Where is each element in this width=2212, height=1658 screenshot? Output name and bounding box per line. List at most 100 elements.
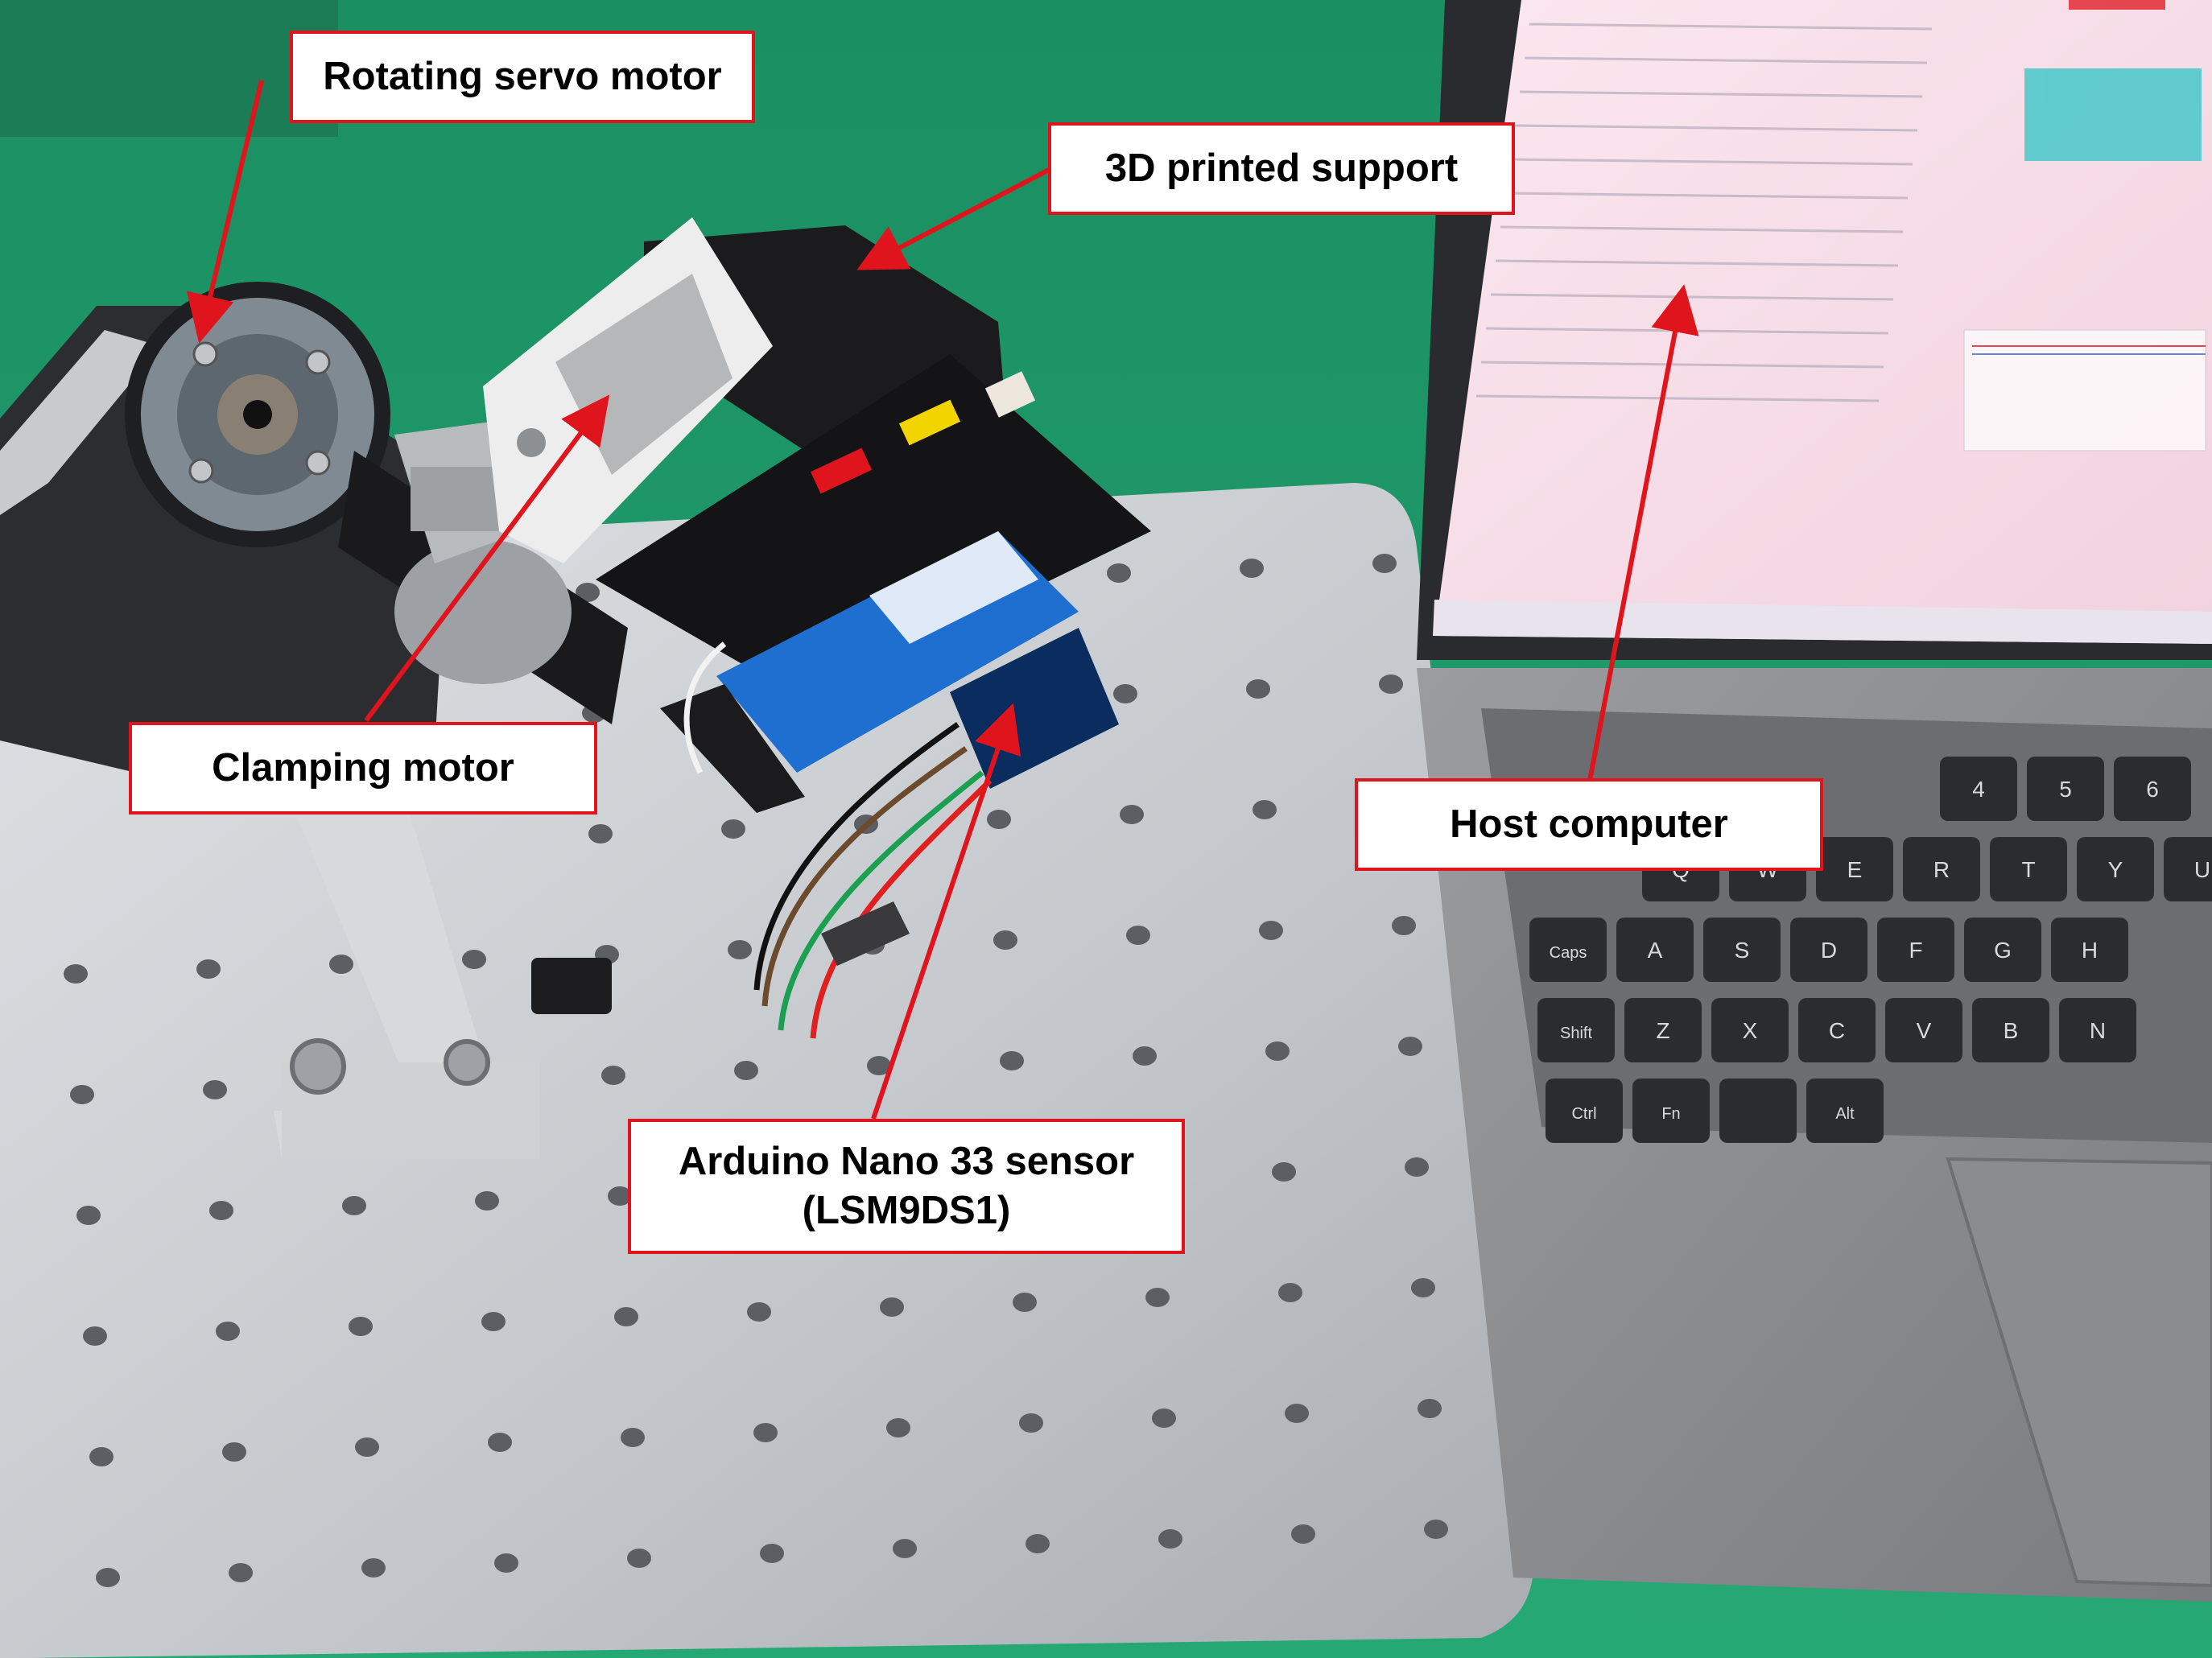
plate-hole [1120, 805, 1144, 824]
keyboard-key [2051, 918, 2128, 982]
plate-hole [588, 824, 613, 843]
keyboard-key-legend: B [2004, 1018, 2019, 1043]
plate-hole [893, 1539, 917, 1558]
plate-hole [601, 1066, 625, 1085]
label-rotating-servo-motor-text: Rotating servo motor [323, 54, 722, 98]
keyboard-key-legend: 4 [1972, 777, 1985, 802]
plate-hole [1133, 1046, 1157, 1066]
arrow-printed-support [856, 167, 1052, 270]
label-arduino-sensor: Arduino Nano 33 sensor (LSM9DS1) [628, 1119, 1185, 1254]
arrow-rotating-servo [186, 80, 264, 344]
keyboard-key-legend: H [2082, 938, 2098, 963]
screen-ui-panel [1475, 0, 2206, 452]
screen-cyan-button [2024, 68, 2202, 161]
taskbar [1433, 600, 2212, 644]
label-clamping-motor-text: Clamping motor [212, 745, 514, 790]
keyboard-keys: 456QWERTYUCapsASDFGHShiftZXCVBNCtrlFnAlt [1529, 757, 2212, 1143]
battery-label [869, 531, 1038, 644]
plate-hole [728, 940, 752, 959]
plate-hole [1152, 1408, 1176, 1428]
plate-hole [1285, 1404, 1309, 1423]
keyboard-key-legend: 5 [2059, 777, 2072, 802]
keyboard-key [1703, 918, 1781, 982]
keyboard-key-legend: A [1648, 938, 1663, 963]
keyboard-key-legend: V [1917, 1018, 1932, 1043]
plate-hole [209, 1201, 233, 1220]
keyboard-key [1877, 918, 1954, 982]
plate-hole [608, 1186, 632, 1206]
plate-hole [329, 955, 353, 974]
plate-hole [1000, 1051, 1024, 1070]
plate-hole [229, 1563, 253, 1582]
label-clamping-motor: Clamping motor [129, 722, 597, 815]
plate-hole [627, 1549, 651, 1568]
plate-hole [1265, 1041, 1290, 1061]
keyboard-key [1940, 757, 2017, 821]
plate-hole [481, 1312, 506, 1331]
plate-hole [1253, 800, 1277, 819]
screen-text-row [1504, 192, 1909, 200]
plate-hole [70, 1085, 94, 1104]
keyboard-key-legend: G [1994, 938, 2012, 963]
plate-hole [734, 1061, 758, 1080]
plate-hole [1418, 1399, 1442, 1418]
plate-hole [760, 1544, 784, 1563]
plate-hole [64, 964, 88, 984]
keyboard-key [2164, 837, 2212, 901]
wire-connector [821, 901, 910, 966]
plate-hole [614, 1307, 638, 1326]
keyboard-key [1806, 1079, 1884, 1143]
plate-hole [342, 1196, 366, 1215]
plate-hole [1405, 1157, 1429, 1177]
screen-text-row [1500, 225, 1904, 233]
screen-chart-box [1963, 329, 2206, 452]
label-arduino-line1: Arduino Nano 33 sensor [678, 1139, 1135, 1183]
host-computer-laptop: 456QWERTYUCapsASDFGHShiftZXCVBNCtrlFnAlt [1417, 0, 2212, 1602]
annotation-arrows [186, 80, 1699, 1120]
screen-text-row [1480, 361, 1884, 369]
arrow-clamping-motor [364, 394, 610, 722]
plate-hole [462, 950, 486, 969]
keyboard-key [2027, 757, 2104, 821]
plate-hole [753, 1423, 778, 1442]
plate-hole [1107, 563, 1131, 583]
plate-hole [89, 1447, 113, 1466]
plate-hole [494, 1553, 518, 1573]
plate-hole [621, 1428, 645, 1447]
keyboard-key-legend: F [1909, 938, 1922, 963]
keyboard-key-legend: Shift [1560, 1025, 1592, 1042]
keyboard-key-legend: 6 [2146, 777, 2159, 802]
keyboard-key-legend: Caps [1550, 944, 1587, 962]
robot-assembly [0, 217, 1151, 1159]
label-3d-printed-support-text: 3D printed support [1104, 146, 1459, 190]
plate-hole [1026, 1534, 1050, 1553]
background-clutter [0, 0, 338, 137]
arrow-arduino [871, 703, 1021, 1120]
keyboard-key-legend: X [1743, 1018, 1758, 1043]
label-host-computer-text: Host computer [1450, 802, 1728, 846]
keyboard-key [1711, 998, 1789, 1062]
screen-text-row [1524, 56, 1928, 64]
plate-hole [203, 1080, 227, 1099]
plate-hole [1013, 1293, 1037, 1312]
screen-text-row [1514, 124, 1918, 132]
keyboard-key [1990, 837, 2067, 901]
keyboard-key [2077, 837, 2154, 901]
plate-hole [993, 930, 1017, 950]
plate-hole [1291, 1524, 1315, 1544]
plate-hole [1019, 1413, 1043, 1433]
keyboard-key-legend: T [2021, 857, 2035, 882]
plate-hole [83, 1326, 107, 1346]
plate-hole [196, 959, 221, 979]
trackpad [1946, 1157, 2212, 1588]
keyboard-key-legend: S [1735, 938, 1750, 963]
plate-hole [222, 1442, 246, 1462]
label-arduino-line2: (LSM9DS1) [802, 1189, 1011, 1232]
keyboard-key [1616, 918, 1694, 982]
control-board [596, 354, 1151, 700]
keyboard-key [2059, 998, 2136, 1062]
keyboard-key-legend: E [1847, 857, 1863, 882]
keyboard-key [1903, 837, 1980, 901]
bracket-screw [444, 1039, 490, 1086]
